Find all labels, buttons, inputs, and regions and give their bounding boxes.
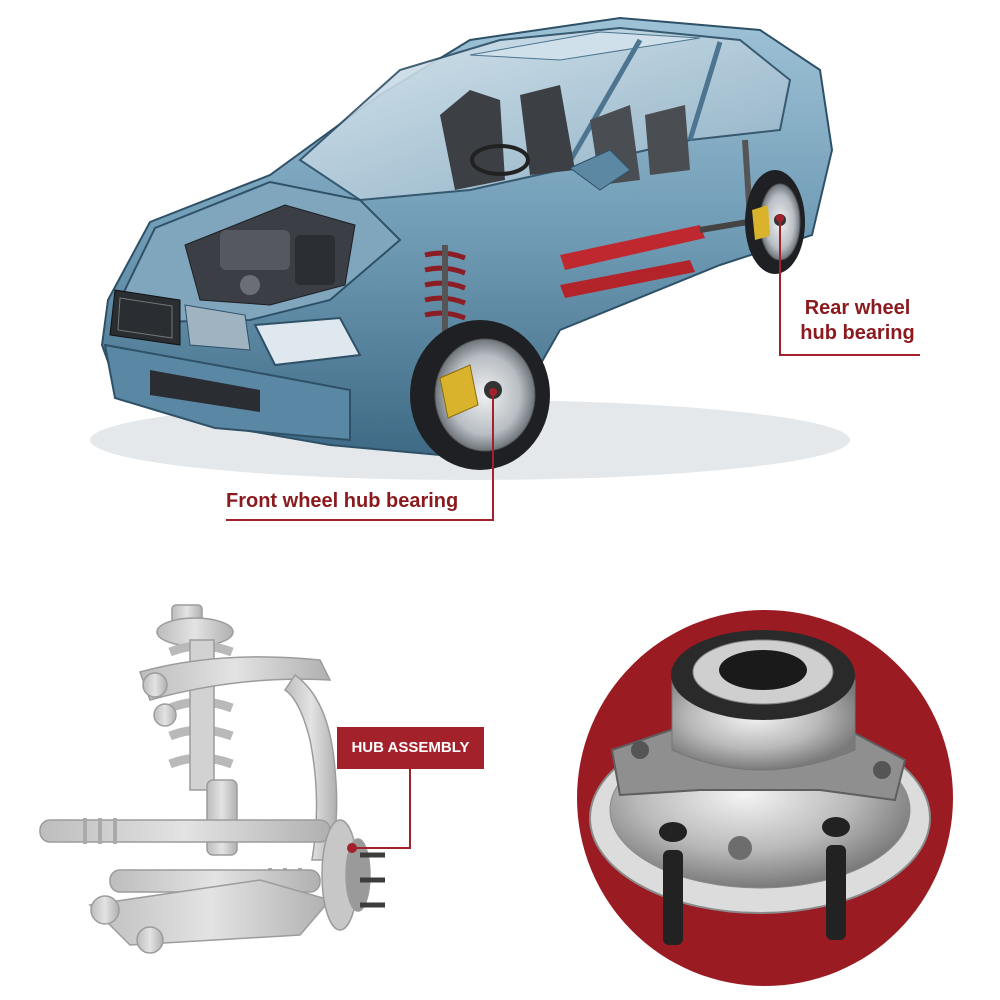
front-wheel-hub-bearing-label: Front wheel hub bearing <box>226 490 459 512</box>
hub-assembly-label: HUB ASSEMBLY <box>337 727 484 769</box>
rear-label-line-1: Rear wheel <box>804 297 911 319</box>
hub-assembly-leader <box>347 769 411 853</box>
hub-bearing-product <box>577 610 953 986</box>
suspension-illustration <box>39 604 371 954</box>
rear-wheel-hub-bearing-label: Rear wheel hub bearing <box>790 296 925 346</box>
hub-studs-small <box>360 852 385 908</box>
car-cutaway-illustration <box>90 16 850 480</box>
rear-label-line-2: hub bearing <box>800 322 915 344</box>
callout-leader-lines <box>226 214 920 521</box>
